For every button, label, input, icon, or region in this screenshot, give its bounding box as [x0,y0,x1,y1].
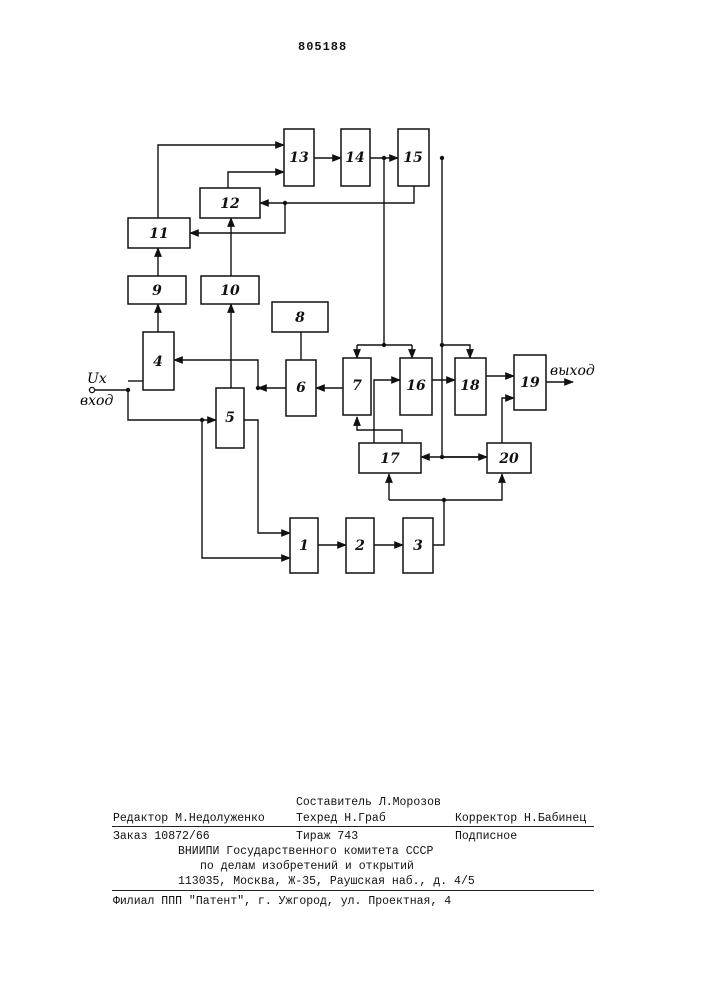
block-5: 5 [216,388,244,448]
svg-text:4: 4 [153,354,163,370]
block-2: 2 [346,518,374,573]
block-8: 8 [272,302,328,332]
block-14: 14 [341,129,370,186]
input-label: вход [80,393,113,409]
block-13: 13 [284,129,314,186]
svg-text:17: 17 [380,451,400,467]
svg-text:12: 12 [220,196,240,212]
block-1: 1 [290,518,318,573]
block-18: 18 [455,358,486,415]
input-terminal [89,387,94,392]
org-line-1: ВНИИПИ Государственного комитета СССР [178,845,433,858]
order-line: Заказ 10872/66 [113,830,210,843]
block-9: 9 [128,276,186,304]
svg-text:16: 16 [406,378,426,394]
corrector-line: Корректор Н.Бабинец [455,812,586,825]
divider-bottom [112,890,594,891]
block-19: 19 [514,355,546,410]
block-6: 6 [286,360,316,416]
svg-text:5: 5 [225,410,235,426]
compiler-line: Составитель Л.Морозов [296,796,441,809]
org-line-3: 113035, Москва, Ж-35, Раушская наб., д. … [178,875,475,888]
svg-text:14: 14 [345,150,364,166]
block-10: 10 [201,276,259,304]
editor-line: Редактор М.Недолуженко [113,812,265,825]
svg-text:19: 19 [520,375,540,391]
input-symbol: Uх [87,371,107,387]
svg-text:1: 1 [299,538,309,554]
block-12: 12 [200,188,260,218]
block-7: 7 [343,358,371,415]
block-20: 20 [487,443,531,473]
svg-text:2: 2 [354,538,365,554]
block-3: 3 [403,518,433,573]
block-16: 16 [400,358,432,415]
circulation-line: Тираж 743 [296,830,358,843]
block-11: 11 [128,218,190,248]
svg-text:10: 10 [220,283,240,299]
svg-text:20: 20 [498,451,519,467]
svg-text:18: 18 [460,378,480,394]
block-4: 4 [143,332,174,390]
svg-text:3: 3 [413,538,423,554]
block-15: 15 [398,129,429,186]
svg-text:9: 9 [152,283,162,299]
blocks: 1 2 3 4 5 6 7 8 9 10 11 12 13 14 15 16 1… [128,129,546,573]
svg-text:6: 6 [296,380,306,396]
svg-text:8: 8 [295,310,305,326]
org-line-2: по делам изобретений и открытий [200,860,414,873]
svg-text:13: 13 [289,150,309,166]
techeditor-line: Техред Н.Граб [296,812,386,825]
branch-line: Филиал ППП "Патент", г. Ужгород, ул. Про… [113,895,451,908]
svg-text:11: 11 [149,226,168,242]
svg-text:15: 15 [403,150,422,166]
subscription-line: Подписное [455,830,517,843]
svg-text:7: 7 [352,378,362,394]
block-17: 17 [359,443,421,473]
output-label: выход [550,363,595,379]
divider-top [112,826,594,827]
